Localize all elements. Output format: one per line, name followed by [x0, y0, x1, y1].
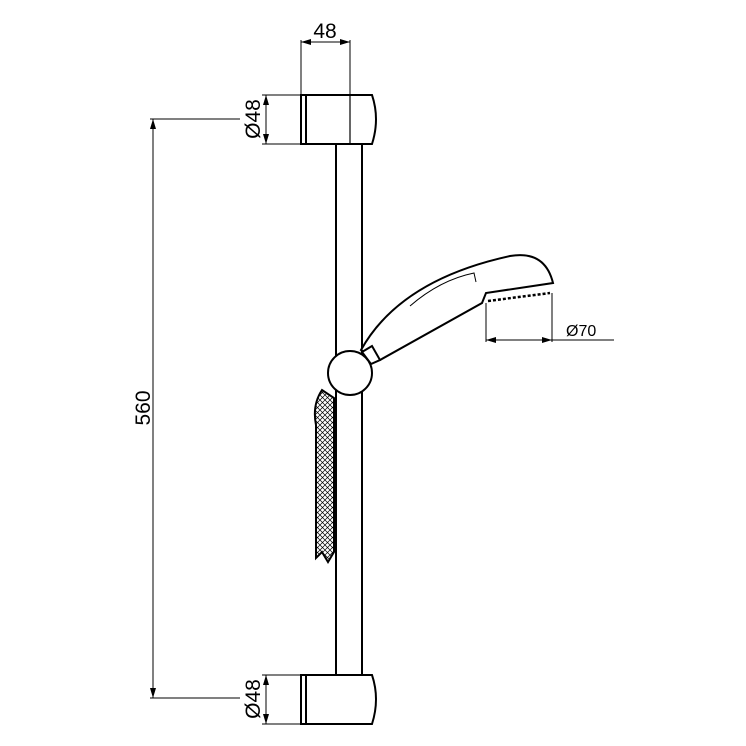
dimension-lines — [150, 39, 614, 725]
shower-holder-knob — [327, 350, 373, 396]
shower-hose — [313, 388, 335, 564]
dim-rail-length: 560 — [132, 390, 155, 425]
dim-bottom-bracket-diameter: Ø48 — [242, 679, 265, 719]
slide-rail — [335, 144, 363, 676]
dim-shower-head-diameter: Ø70 — [566, 323, 596, 340]
top-bracket — [300, 94, 377, 145]
bottom-bracket — [300, 674, 377, 725]
hand-shower — [359, 254, 555, 366]
dim-top-bracket-diameter: Ø48 — [242, 99, 265, 139]
dim-bracket-width: 48 — [313, 20, 336, 43]
